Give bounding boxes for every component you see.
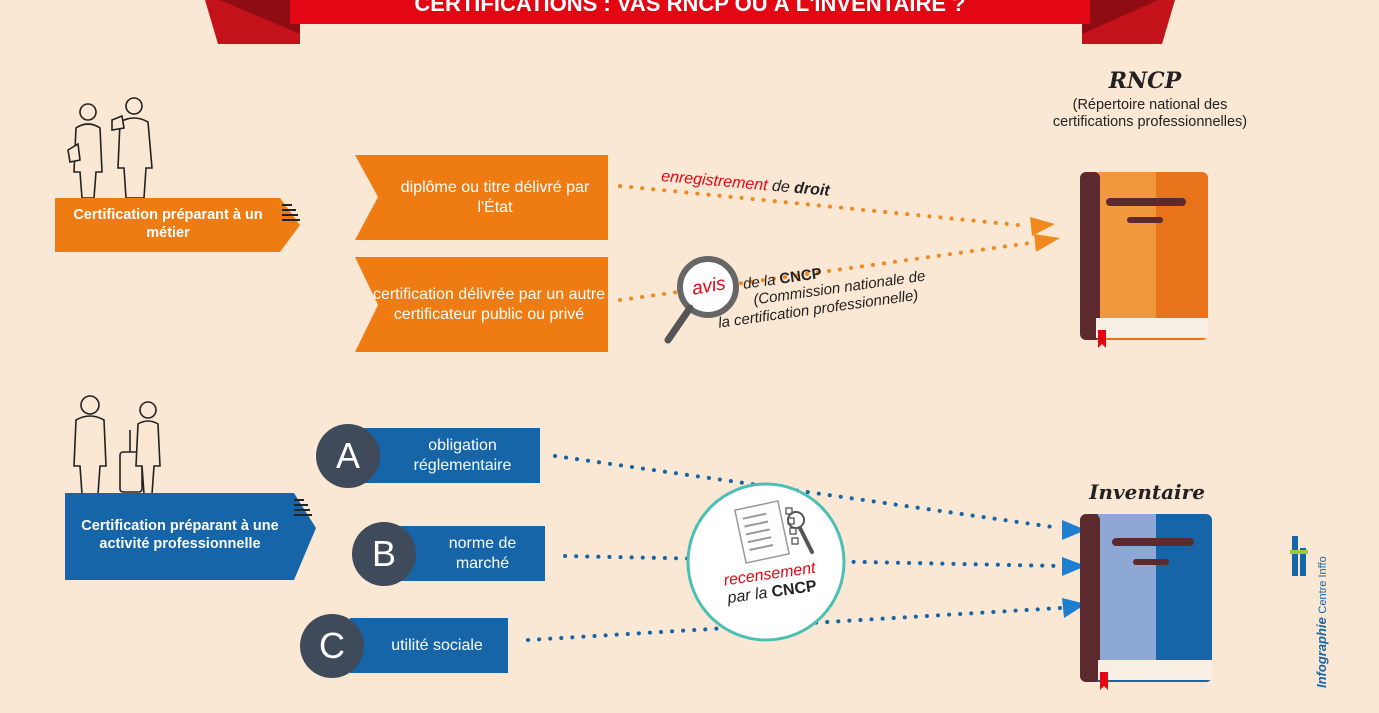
magnifier-icon (664, 256, 739, 344)
stripes-decor-2 (294, 499, 312, 516)
travelers-icon (73, 395, 161, 495)
box-c: utilité sociale (391, 636, 483, 654)
letter-b-badge: B (352, 522, 416, 586)
section2-label: Certification préparant à une activité p… (81, 518, 279, 552)
droit-word: droit (793, 179, 831, 200)
box-a-shape (355, 428, 540, 483)
arrow-avis (618, 241, 1032, 302)
section2-ribbon (65, 493, 316, 580)
box-diplome-shape (355, 155, 608, 240)
banner-title: CERTIFICATIONS : VAS RNCP OU À L'INVENTA… (414, 0, 966, 16)
credit: Infographie Centre Inffo (1314, 556, 1329, 688)
box-a: obligation réglementaire (413, 436, 512, 474)
section1-label: Certification préparant à un métier (73, 207, 263, 241)
de-word: de (771, 177, 791, 197)
arrow-a (553, 454, 1062, 530)
letter-c-badge: C (300, 614, 364, 678)
stripes-decor (282, 204, 300, 221)
recensement-badge (686, 482, 846, 642)
credit-centre-inffo: Centre Inffo (1317, 556, 1329, 614)
rncp-subtitle: (Répertoire national des certifications … (1052, 97, 1248, 131)
rncp-book-icon (1080, 172, 1208, 348)
credit-infographie: Infographie (1314, 617, 1329, 688)
letter-a-badge: A (316, 424, 380, 488)
inventaire-book-icon (1080, 514, 1212, 690)
box-certification: certification délivrée par un autre cert… (372, 286, 606, 323)
centre-inffo-logo-icon (1290, 536, 1308, 576)
inventaire-title: Inventaire (1089, 480, 1205, 504)
section1-ribbon (55, 198, 300, 252)
rncp-title: RNCP (1108, 68, 1182, 94)
business-people-icon (67, 97, 153, 199)
box-c-shape (350, 618, 508, 673)
arrow-b (563, 554, 1062, 568)
arrow-droit (618, 184, 1030, 228)
box-diplome: diplôme ou titre délivré par l'État (400, 179, 590, 216)
title-banner (205, 0, 1175, 44)
box-certification-shape (355, 257, 608, 352)
box-b: norme de marché (448, 534, 517, 572)
